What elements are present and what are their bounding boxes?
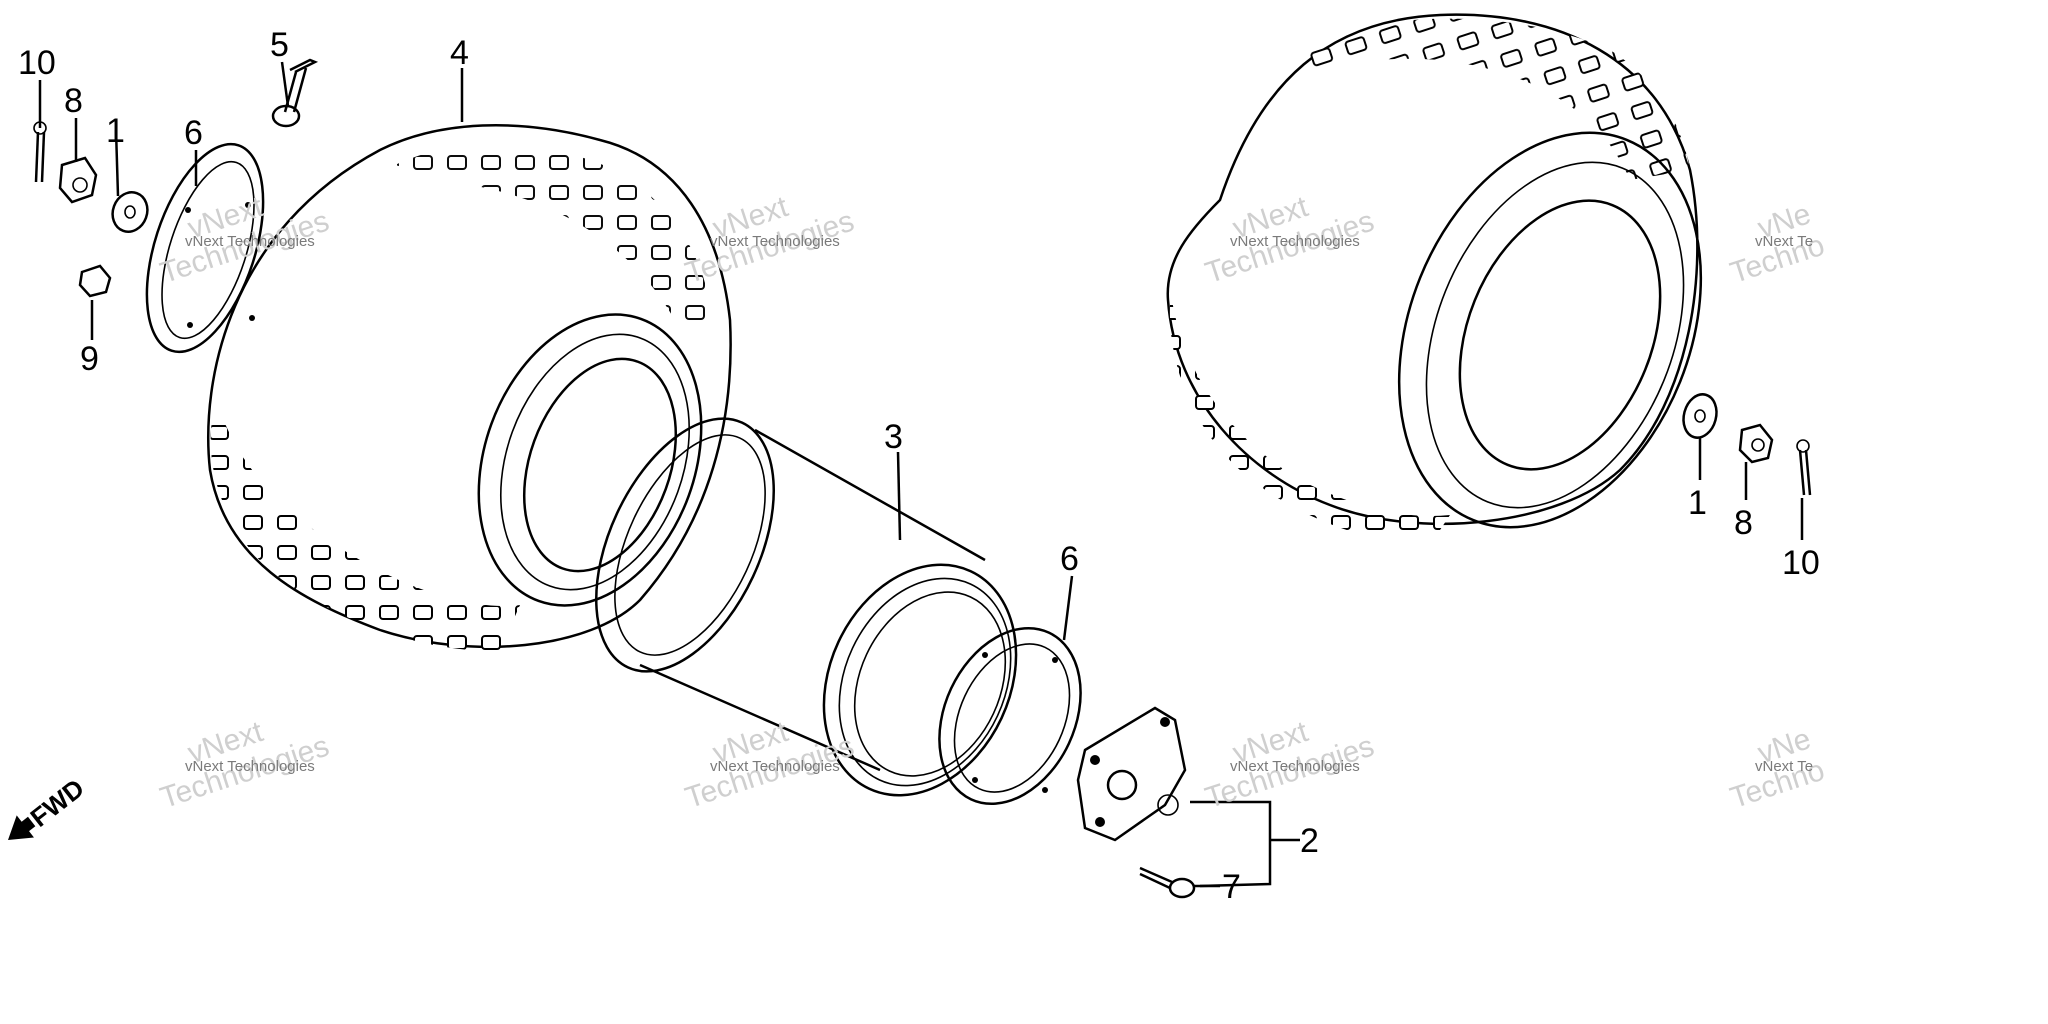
svg-text:vNext Te: vNext Te	[1755, 233, 1813, 250]
callout-3: 3	[884, 418, 903, 456]
left-cotter-pin	[33, 121, 47, 183]
hub-bolt	[1139, 866, 1196, 899]
center-wheel	[595, 417, 1018, 797]
callout-10-right: 10	[1782, 544, 1820, 582]
left-castle-nut	[58, 156, 98, 204]
svg-text:vNext Technologies: vNext Technologies	[710, 233, 840, 250]
left-tire	[207, 123, 732, 651]
callout-8-left: 8	[64, 82, 83, 120]
callout-4: 4	[450, 34, 469, 72]
svg-text:vNext Technologies: vNext Technologies	[185, 233, 315, 250]
svg-text:vNext Technologies: vNext Technologies	[1230, 758, 1360, 775]
left-rim-flange	[145, 142, 265, 354]
center-rim-flange	[938, 626, 1082, 806]
fwd-arrow: FWD	[8, 773, 90, 840]
callout-labels: 10 8 1 6 5 4 9 3 6 2 7 1 8 10	[18, 26, 1820, 906]
right-castle-nut	[1738, 423, 1774, 464]
callout-10-left: 10	[18, 44, 56, 82]
watermarks: vNext Technologies vNext Technologies vN…	[156, 190, 1828, 815]
callout-1-right: 1	[1688, 484, 1707, 522]
valve-stem-5	[271, 58, 319, 128]
callout-9: 9	[80, 340, 99, 378]
svg-text:vNext Technologies: vNext Technologies	[1230, 233, 1360, 250]
callout-7: 7	[1222, 868, 1241, 906]
wheel-hub	[1076, 706, 1187, 842]
fwd-label: FWD	[25, 773, 90, 833]
callout-6-left: 6	[184, 114, 203, 152]
right-washer	[1682, 393, 1718, 439]
right-cotter-pin	[1796, 439, 1812, 496]
right-tire	[1166, 13, 1703, 545]
callout-2: 2	[1300, 822, 1319, 860]
svg-text:vNext Te: vNext Te	[1755, 758, 1813, 775]
svg-text:vNext Technologies: vNext Technologies	[710, 758, 840, 775]
left-washer	[111, 191, 149, 233]
callout-6-center: 6	[1060, 540, 1079, 578]
leader-lines	[38, 61, 1804, 888]
callout-8-right: 8	[1734, 504, 1753, 542]
svg-text:vNext Technologies: vNext Technologies	[185, 758, 315, 775]
arrow-left-icon	[8, 815, 36, 840]
callout-1-left: 1	[106, 112, 125, 150]
callout-5: 5	[270, 26, 289, 64]
left-nut-9	[78, 264, 112, 298]
